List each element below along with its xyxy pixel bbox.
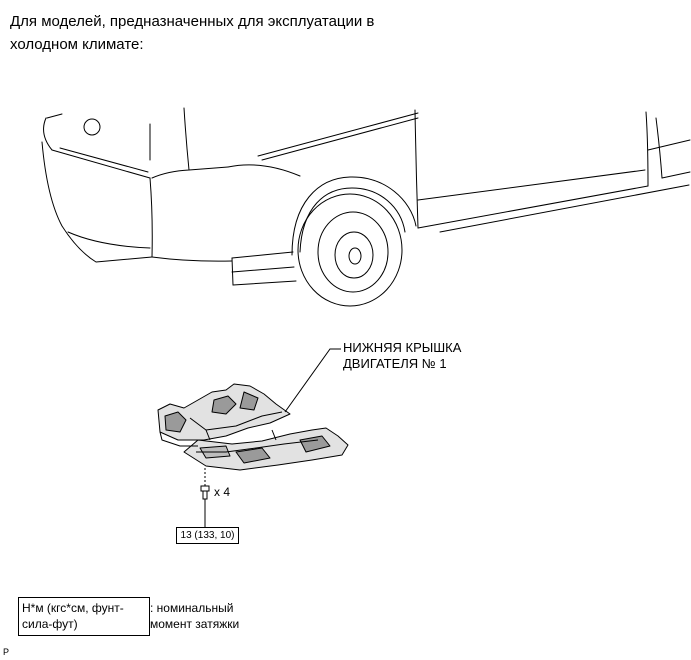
header-line-1: Для моделей, предназначенных для эксплуа… [10, 13, 375, 30]
figure-code: P [3, 647, 10, 657]
bolt-icon [200, 468, 210, 527]
callout-line-2: ДВИГАТЕЛЯ № 1 [343, 356, 447, 371]
torque-legend-description: : номинальный момент затяжки [150, 600, 239, 632]
engine-under-cover [157, 383, 349, 471]
header-line-2: холодном климате: [10, 36, 144, 53]
torque-value-box: 13 (133, 10) [176, 527, 239, 544]
page-header: Для моделей, предназначенных для эксплуа… [10, 10, 374, 56]
legend-desc-line-2: момент затяжки [150, 617, 240, 631]
bolt-quantity: x 4 [214, 485, 231, 499]
tire-outline [297, 193, 403, 307]
legend-desc-line-1: : номинальный [150, 601, 234, 615]
callout-leader-line [284, 348, 341, 413]
vehicle-drawing [41, 107, 691, 307]
lamp-outline [83, 118, 101, 136]
legend-unit-line-2: сила-фут) [22, 617, 78, 631]
torque-unit-legend-box: Н*м (кгс*см, фунт- сила-фут) [18, 597, 150, 636]
legend-unit-line-1: Н*м (кгс*см, фунт- [22, 601, 124, 615]
part-callout-label: НИЖНЯЯ КРЫШКА ДВИГАТЕЛЯ № 1 [343, 340, 461, 372]
callout-line-1: НИЖНЯЯ КРЫШКА [343, 340, 462, 355]
